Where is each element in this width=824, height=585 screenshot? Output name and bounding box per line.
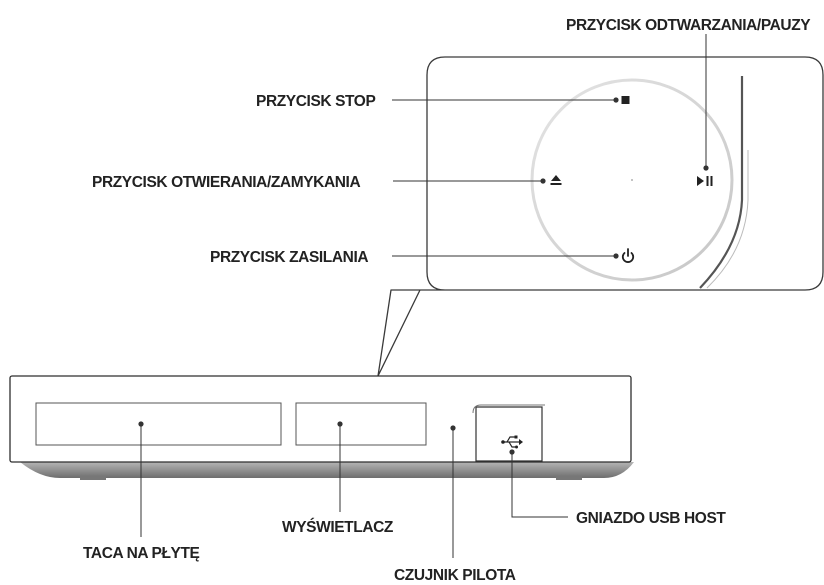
control-ring-center bbox=[631, 179, 633, 181]
leader-dot-remote-sensor bbox=[450, 425, 456, 431]
play-pause-icon[interactable] bbox=[697, 176, 713, 186]
leader-dot-stop bbox=[613, 97, 619, 103]
usb-icon bbox=[501, 435, 523, 449]
label-usb: GNIAZDO USB HOST bbox=[576, 510, 726, 527]
disc-tray[interactable] bbox=[35, 402, 282, 446]
label-remote-sensor: CZUJNIK PILOTA bbox=[394, 567, 516, 584]
panel-device-edge bbox=[699, 76, 744, 289]
zoom-panel-bubble bbox=[377, 56, 824, 377]
label-play-pause: PRZYCISK ODTWARZANIA/PAUZY bbox=[566, 17, 811, 34]
front-display bbox=[295, 402, 427, 446]
labels: PRZYCISK ODTWARZANIA/PAUZY PRZYCISK STOP… bbox=[83, 17, 812, 584]
leader-dot-disc-tray bbox=[138, 421, 144, 427]
zoom-panel bbox=[377, 56, 824, 377]
eject-icon[interactable] bbox=[550, 175, 562, 185]
device-base-shadow bbox=[20, 462, 634, 478]
power-icon[interactable] bbox=[621, 248, 635, 263]
label-disc-tray: TACA NA PŁYTĘ bbox=[83, 545, 200, 562]
label-power: PRZYCISK ZASILANIA bbox=[210, 249, 368, 266]
leader-dot-usb bbox=[509, 449, 515, 455]
control-ring bbox=[530, 78, 734, 282]
label-display: WYŚWIETLACZ bbox=[282, 518, 394, 536]
usb-cover-rim bbox=[472, 404, 545, 414]
device-front bbox=[9, 375, 634, 480]
device-foot-right bbox=[556, 476, 582, 480]
device-foot-left bbox=[80, 476, 106, 480]
panel-device-edge-shadow bbox=[706, 150, 749, 289]
label-stop: PRZYCISK STOP bbox=[256, 93, 375, 110]
leader-lines bbox=[138, 34, 709, 558]
leader-usb bbox=[511, 452, 568, 518]
usb-cover[interactable] bbox=[475, 406, 543, 462]
stop-icon[interactable] bbox=[621, 96, 630, 104]
leader-dot-power bbox=[613, 253, 619, 259]
leader-dot-open-close bbox=[540, 178, 546, 184]
leader-dot-display bbox=[337, 421, 343, 427]
label-open-close: PRZYCISK OTWIERANIA/ZAMYKANIA bbox=[92, 174, 360, 191]
leader-dot-play-pause bbox=[703, 165, 709, 171]
